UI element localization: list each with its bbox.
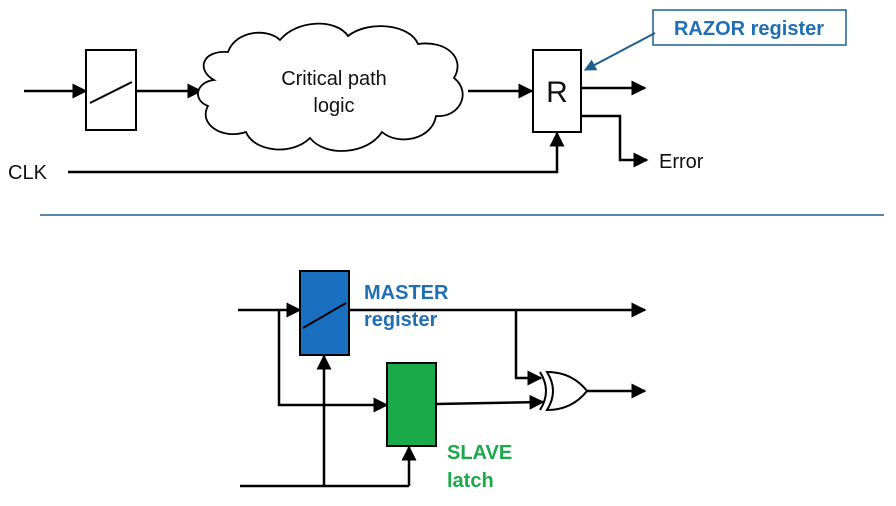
error-label: Error: [659, 151, 704, 173]
razor-callout-label: RAZOR register: [674, 18, 824, 40]
xor-gate: [545, 370, 589, 412]
master-label-line1: MASTER: [364, 282, 449, 304]
slave-latch-box: [386, 362, 437, 447]
xor-gate-back-curve: [539, 371, 547, 411]
bottom-diagram: MASTER register SLAVE latch: [238, 270, 647, 492]
master-register-slash: [302, 302, 347, 329]
data-branch-to-slave: [277, 310, 389, 413]
master-to-xor-wire: [514, 310, 543, 386]
clk-wire: [68, 131, 565, 174]
razor-register-box: [532, 49, 582, 133]
master-register-box: [299, 270, 350, 356]
callout-arrow: [583, 32, 656, 71]
clk-label: CLK: [8, 162, 48, 184]
input-flipflop: [85, 49, 137, 131]
cloud-text-line2: logic: [313, 95, 354, 117]
razor-callout-box: [652, 9, 847, 46]
critical-path-cloud: [197, 22, 464, 152]
flipflop-slash: [89, 81, 133, 104]
slave-label-line2: latch: [447, 470, 494, 492]
slave-label-line1: SLAVE: [447, 442, 512, 464]
razor-register-label: R: [546, 76, 568, 109]
top-diagram: Critical path logic R Error CLK RAZOR re…: [8, 9, 847, 184]
cloud-text-line1: Critical path: [281, 68, 387, 90]
slave-to-xor-wire: [435, 394, 545, 410]
master-label-line2: register: [364, 309, 438, 331]
error-wire: [581, 114, 649, 168]
